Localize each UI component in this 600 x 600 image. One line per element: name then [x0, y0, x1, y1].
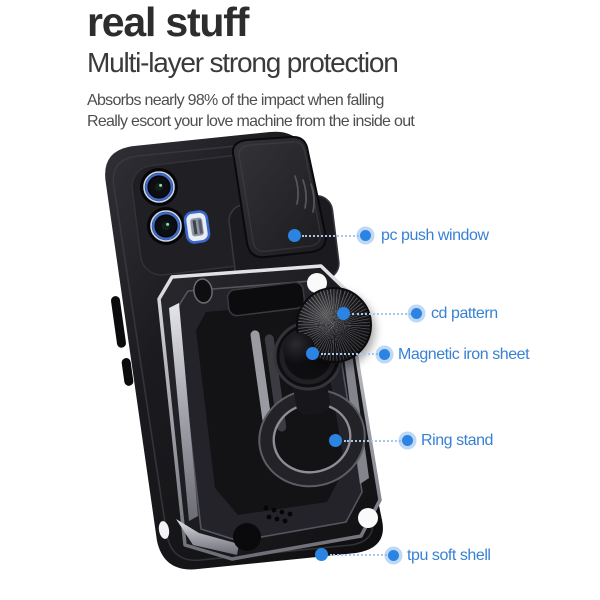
armor-accent-left: [169, 303, 198, 521]
armor-hole-bottom-left: [233, 523, 261, 551]
description-line-2: Really escort your love machine from the…: [87, 112, 415, 130]
description: Absorbs nearly 98% of the impact when fa…: [87, 91, 415, 133]
speaker-grille: [263, 505, 293, 524]
armor-top-slot: [226, 281, 306, 317]
description-line-1: Absorbs nearly 98% of the impact when fa…: [87, 91, 384, 109]
volume-button: [111, 296, 126, 348]
kickstand-bar-silver: [250, 330, 273, 432]
cover-grip-lines: [294, 175, 315, 213]
port-cutout: [158, 521, 170, 539]
armor-hole-top-left: [193, 278, 213, 304]
camera-lens-top: [140, 168, 178, 206]
armor-hole-bottom-right: [358, 508, 378, 528]
cd-disc-notch: [283, 333, 315, 365]
armor-accent-bottom-left: [176, 519, 239, 555]
page-title: real stuff: [87, 0, 249, 45]
subtitle: Multi-layer strong protection: [87, 46, 399, 78]
camera-lens-bottom: [147, 207, 185, 245]
power-button: [121, 358, 134, 386]
camera-flash: [183, 210, 211, 244]
header: real stuff Multi-layer strong protection…: [87, 0, 415, 133]
push-window-cover: [231, 135, 327, 259]
